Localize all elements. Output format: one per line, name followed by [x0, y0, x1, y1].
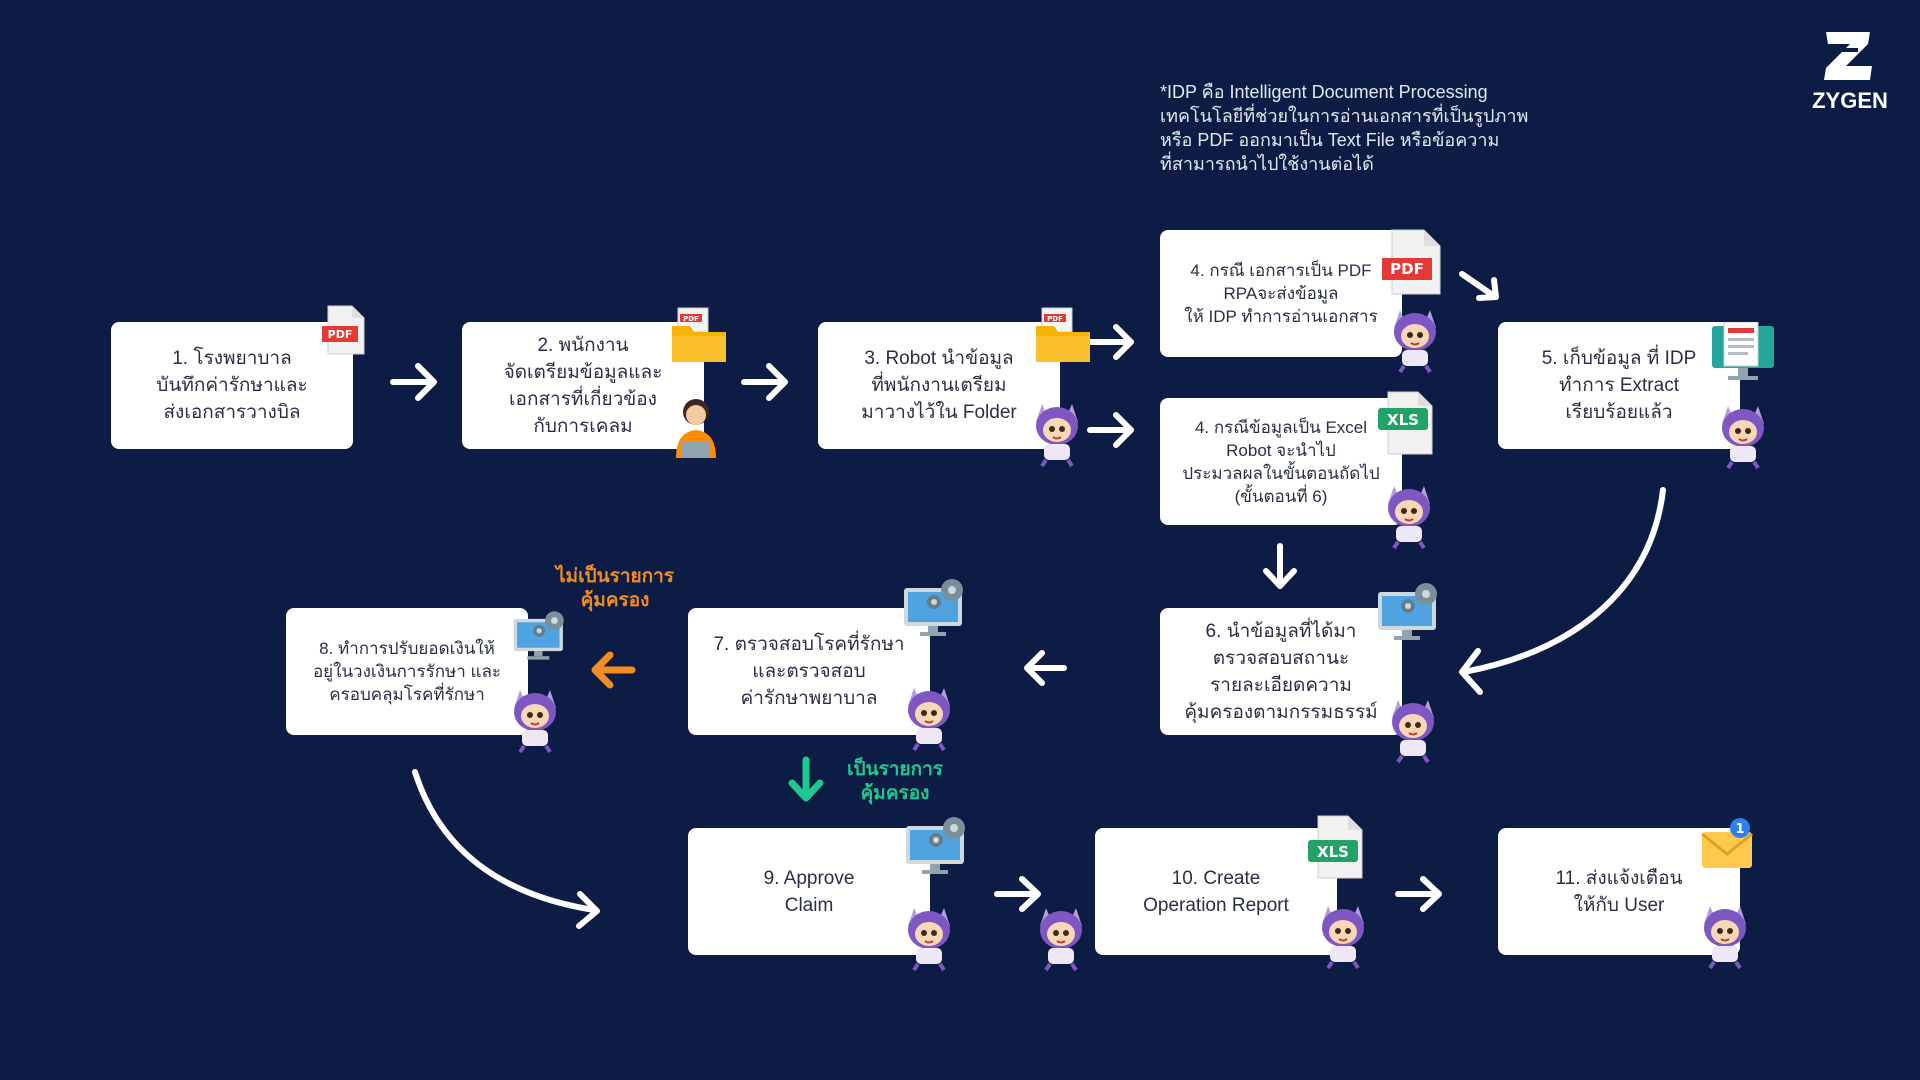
zygen-logo-text: ZYGEN — [1812, 88, 1888, 113]
robot-mascot-icon — [1714, 402, 1772, 474]
step-5-box: 5. เก็บข้อมูล ที่ IDP ทำการ Extract เรีย… — [1498, 322, 1740, 449]
arrow-3-to-4b — [1087, 412, 1134, 448]
not-covered-label: ไม่เป็นรายการ คุ้มครอง — [555, 566, 674, 611]
arrow-2-to-3 — [741, 363, 788, 401]
email-notification-icon: 1 — [1700, 816, 1756, 876]
svg-text:XLS: XLS — [1317, 843, 1349, 861]
employee-icon — [672, 396, 720, 466]
folder-pdf-icon: PDF — [670, 306, 728, 368]
arrow-7-to-9 — [788, 756, 824, 802]
step-11-box: 11. ส่งแจ้งเตือน ให้กับ User — [1498, 828, 1740, 955]
robot-mascot-icon — [1696, 902, 1754, 974]
step-7-box: 7. ตรวจสอบโรคที่รักษา และตรวจสอบ ค่ารักษ… — [688, 608, 930, 735]
arrow-3-to-4a — [1087, 324, 1134, 360]
robot-mascot-icon — [900, 904, 958, 976]
step-6-text: 6. นำข้อมูลที่ได้มา ตรวจสอบสถานะ รายละเอ… — [1184, 620, 1378, 723]
step-4a-box: 4. กรณี เอกสารเป็น PDF RPAจะส่งข้อมูล ให… — [1160, 230, 1402, 357]
svg-text:PDF: PDF — [683, 315, 699, 323]
step-1-box: 1. โรงพยาบาล บันทึกค่ารักษาและ ส่งเอกสาร… — [111, 322, 353, 449]
folder-pdf-icon: PDF — [1034, 306, 1092, 368]
arrow-6-to-7 — [1024, 650, 1067, 686]
step-2-text: 2. พนักงาน จัดเตรียมข้อมูลและ เอกสารที่เ… — [503, 334, 663, 437]
monitor-gear-icon — [512, 608, 568, 666]
step-4b-text: 4. กรณีข้อมูลเป็น Excel Robot จะนำไป ประ… — [1182, 417, 1380, 506]
robot-mascot-icon — [1314, 902, 1372, 974]
step-4a-text: 4. กรณี เอกสารเป็น PDF RPAจะส่งข้อมูล ให… — [1184, 261, 1378, 326]
document-screen-icon — [1710, 321, 1776, 388]
step-10-box: 10. Create Operation Report — [1095, 828, 1337, 955]
step-3-text: 3. Robot นำข้อมูล ที่พนักงานเตรียม มาวาง… — [861, 348, 1017, 423]
robot-mascot-icon — [1386, 306, 1444, 378]
svg-text:1: 1 — [1735, 822, 1744, 837]
arrow-4a-to-5 — [1459, 271, 1499, 301]
robot-mascot-icon — [506, 686, 564, 758]
step-8-text: 8. ทำการปรับยอดเงินให้ อยู่ในวงเงินการรั… — [312, 639, 502, 704]
zygen-logo-mark — [1824, 32, 1872, 80]
arrow-7-to-8 — [591, 651, 636, 689]
step-9-box: 9. Approve Claim — [688, 828, 930, 955]
arrow-1-to-2 — [390, 363, 437, 401]
step-8-box: 8. ทำการปรับยอดเงินให้ อยู่ในวงเงินการรั… — [286, 608, 528, 735]
step-4b-box: 4. กรณีข้อมูลเป็น Excel Robot จะนำไป ประ… — [1160, 398, 1402, 525]
step-9-text: 9. Approve Claim — [763, 867, 855, 916]
robot-mascot-icon — [900, 684, 958, 756]
step-5-text: 5. เก็บข้อมูล ที่ IDP ทำการ Extract เรีย… — [1541, 348, 1697, 423]
monitor-gear-icon — [1376, 580, 1442, 646]
idp-note: *IDP คือ Intelligent Document Processing… — [1160, 82, 1529, 174]
monitor-gear-icon — [902, 576, 968, 642]
pdf-icon: PDF — [1382, 228, 1444, 300]
svg-text:PDF: PDF — [1047, 315, 1063, 323]
xls-icon: XLS — [1378, 390, 1436, 460]
robot-mascot-icon — [1380, 482, 1438, 554]
arrow-10-to-11 — [1395, 876, 1442, 912]
step-10-text: 10. Create Operation Report — [1143, 867, 1289, 916]
step-2-box: 2. พนักงาน จัดเตรียมข้อมูลและ เอกสารที่เ… — [462, 322, 704, 449]
arrow-9-to-10 — [994, 876, 1041, 912]
step-1-text: 1. โรงพยาบาล บันทึกค่ารักษาและ ส่งเอกสาร… — [156, 348, 308, 423]
xls-icon: XLS — [1308, 814, 1366, 884]
svg-text:PDF: PDF — [328, 328, 353, 341]
step-3-box: 3. Robot นำข้อมูล ที่พนักงานเตรียม มาวาง… — [818, 322, 1060, 449]
robot-mascot-icon — [1032, 904, 1090, 976]
monitor-gear-icon — [904, 814, 970, 880]
pdf-icon: PDF — [322, 304, 368, 360]
robot-mascot-icon — [1028, 400, 1086, 472]
zygen-logo: ZYGEN — [1808, 28, 1892, 114]
step-7-text: 7. ตรวจสอบโรคที่รักษา และตรวจสอบ ค่ารักษ… — [713, 634, 905, 709]
svg-text:PDF: PDF — [1390, 260, 1424, 278]
svg-text:XLS: XLS — [1387, 411, 1419, 429]
step-6-box: 6. นำข้อมูลที่ได้มา ตรวจสอบสถานะ รายละเอ… — [1160, 608, 1402, 735]
covered-label: เป็นรายการ คุ้มครอง — [847, 759, 943, 804]
robot-mascot-icon — [1384, 696, 1442, 768]
arrow-4b-to-6 — [1263, 543, 1297, 589]
curve-8-to-9 — [412, 769, 600, 929]
curve-5-to-6 — [1459, 487, 1666, 695]
step-11-text: 11. ส่งแจ้งเตือน ให้กับ User — [1555, 867, 1683, 916]
